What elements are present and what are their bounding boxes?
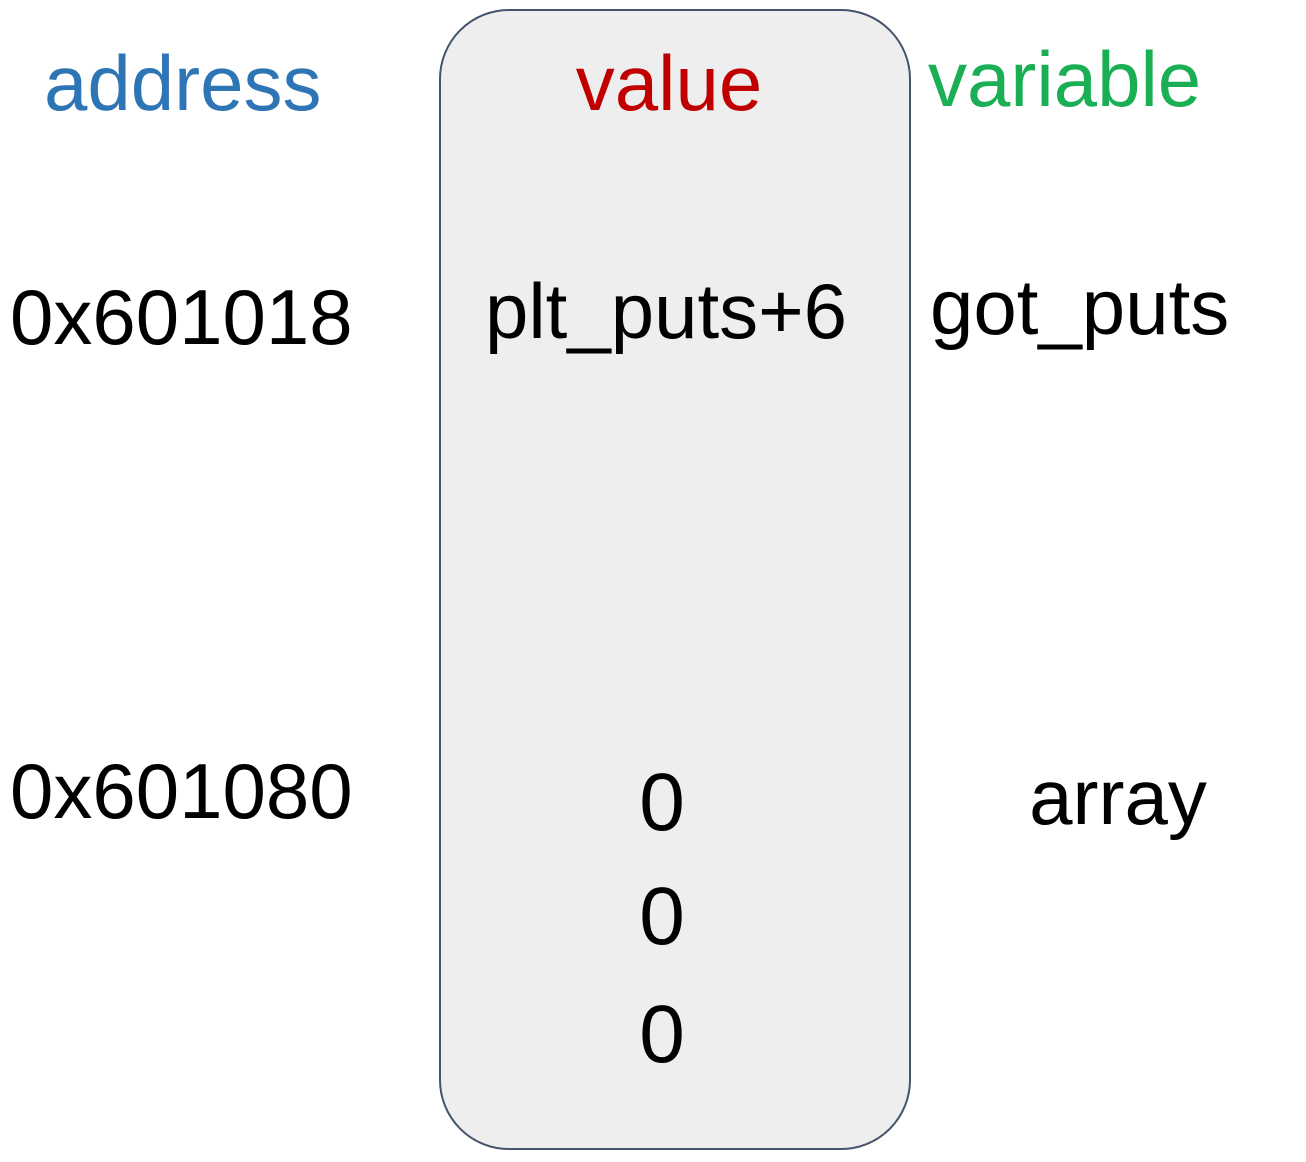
- variable-label: array: [1029, 753, 1207, 841]
- memory-box: [439, 9, 911, 1150]
- address-label: 0x601080: [10, 747, 353, 835]
- variable-label: got_puts: [930, 263, 1230, 351]
- value-label: 0: [639, 757, 685, 848]
- value-label: 0: [639, 989, 685, 1080]
- value-header: value: [575, 39, 763, 127]
- variable-header: variable: [928, 35, 1202, 123]
- address-header: address: [44, 39, 322, 127]
- value-label: plt_puts+6: [484, 267, 848, 355]
- address-label: 0x601018: [10, 273, 353, 361]
- value-label: 0: [639, 871, 685, 962]
